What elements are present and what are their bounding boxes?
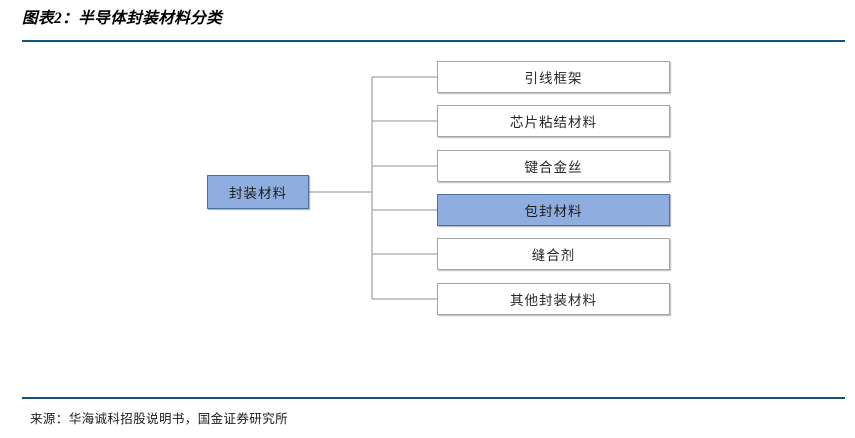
source-note: 来源：华海诚科招股说明书，国金证券研究所 (30, 412, 289, 426)
node-child-sealant[interactable]: 缝合剂 (437, 238, 670, 270)
figure-title-block: 图表2：半导体封装材料分类 (22, 8, 845, 30)
title-divider (22, 40, 845, 42)
node-label: 芯片粘结材料 (510, 115, 597, 130)
node-label: 引线框架 (524, 71, 583, 86)
node-child-bonding-wire[interactable]: 键合金丝 (437, 150, 670, 182)
node-child-other-packaging-materials[interactable]: 其他封装材料 (437, 283, 670, 315)
node-label: 包封材料 (524, 204, 583, 219)
page-title: 图表2：半导体封装材料分类 (22, 10, 223, 27)
diagram-canvas: 封装材料 引线框架 芯片粘结材料 键合金丝 包封材料 缝合剂 其他封装材料 (0, 44, 855, 394)
node-child-encapsulation-material[interactable]: 包封材料 (437, 194, 670, 226)
node-label: 键合金丝 (524, 160, 583, 175)
node-root-packaging-materials[interactable]: 封装材料 (207, 175, 309, 209)
connector-lines (309, 76, 437, 300)
node-label: 缝合剂 (531, 248, 576, 263)
node-label: 封装材料 (229, 186, 287, 201)
node-child-lead-frame[interactable]: 引线框架 (437, 61, 670, 93)
node-child-die-attach-material[interactable]: 芯片粘结材料 (437, 105, 670, 137)
node-label: 其他封装材料 (510, 293, 597, 308)
footer-divider (22, 397, 845, 399)
